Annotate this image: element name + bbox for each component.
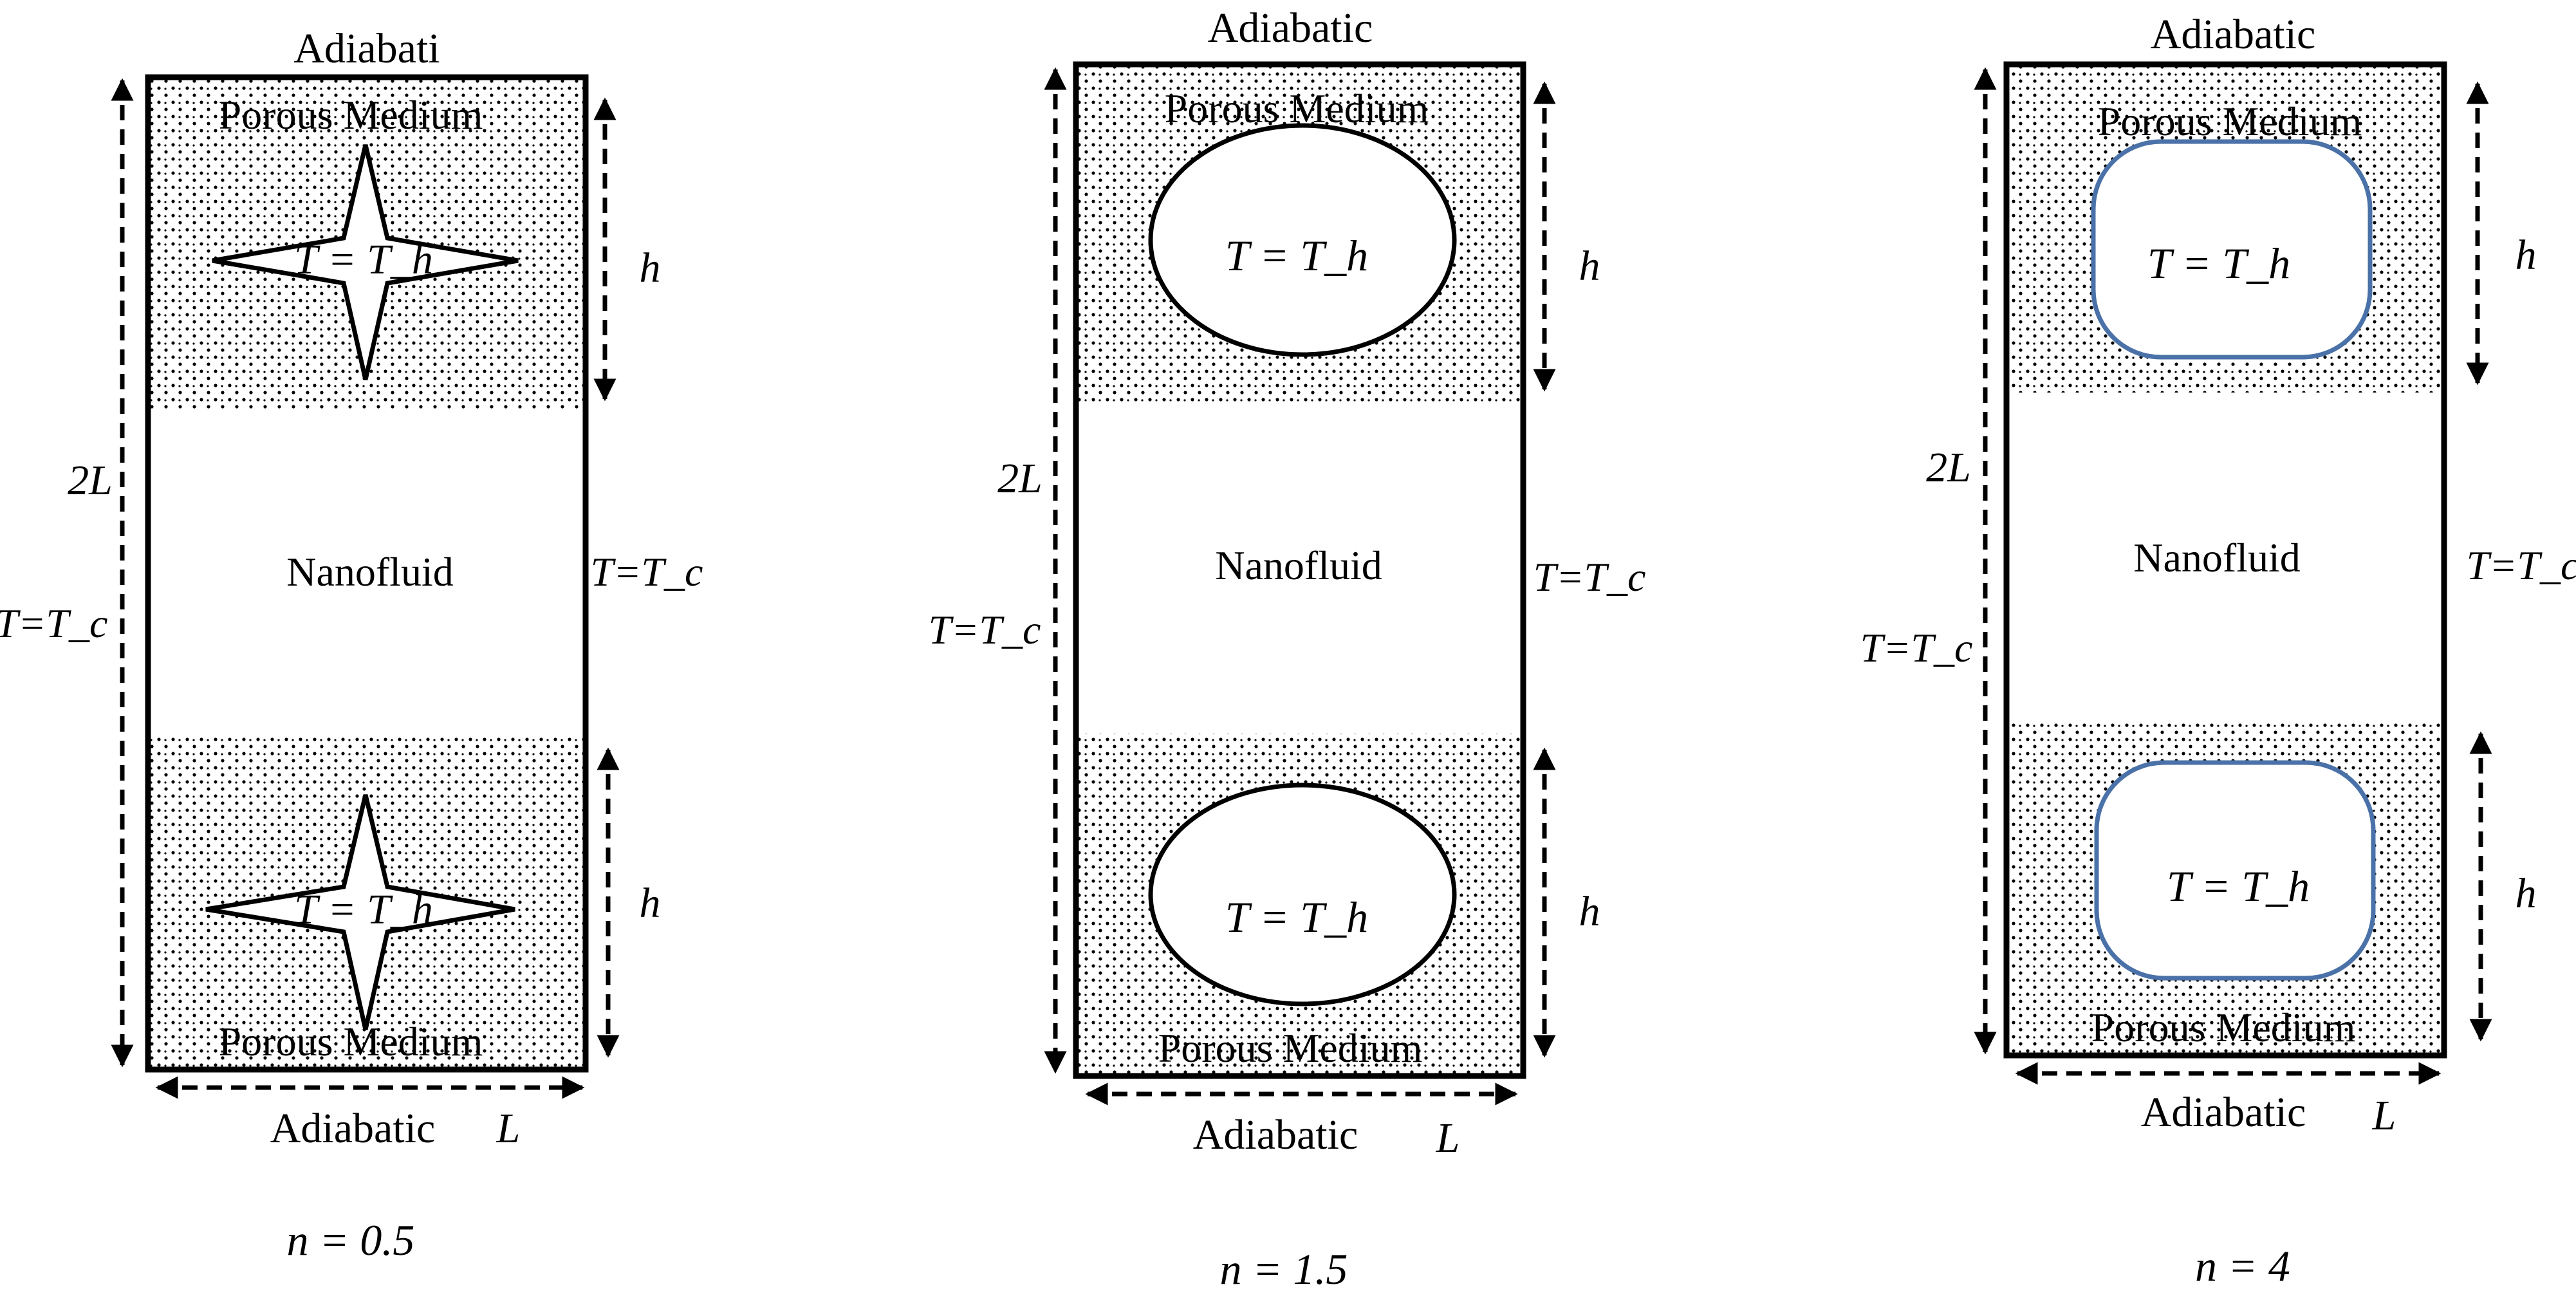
heater-superellipse-top <box>2091 139 2373 360</box>
heater-temp-label-top: T = T_h <box>2147 239 2290 288</box>
nanofluid-label: Nanofluid <box>2133 535 2301 580</box>
height-label-top: h <box>640 245 661 292</box>
bottom-adiabatic-label: Adiabatic <box>270 1105 436 1152</box>
bottom-adiabatic-label: Adiabatic <box>2141 1089 2306 1136</box>
panel-n-0-5: Adiabati Porous Medium Nanofluid Porous … <box>0 25 703 1265</box>
left-bc-label: T=T_c <box>1860 625 1973 671</box>
heater-temp-label-top: T = T_h <box>294 236 433 283</box>
panel-n-1-5: Adiabatic Porous Medium Nanofluid Porous… <box>929 5 1646 1293</box>
bottom-adiabatic-label: Adiabatic <box>1193 1111 1358 1158</box>
heater-star-bottom <box>205 794 515 1030</box>
right-bc-label: T=T_c <box>591 549 703 595</box>
porous-medium-label-bottom: Porous Medium <box>1158 1025 1423 1071</box>
porous-medium-label-bottom: Porous Medium <box>2091 1005 2356 1050</box>
porous-medium-label-bottom: Porous Medium <box>219 1019 483 1064</box>
heater-superellipse-bottom <box>2094 760 2376 981</box>
heater-star-top <box>212 144 519 380</box>
heater-temp-label-bottom: T = T_h <box>294 886 433 933</box>
height-label-top: h <box>1579 243 1600 290</box>
right-bc-label: T=T_c <box>1534 554 1646 600</box>
porous-medium-label-top: Porous Medium <box>219 92 483 138</box>
caption-n: n = 1.5 <box>1220 1245 1348 1293</box>
top-adiabatic-label: Adiabatic <box>2151 11 2316 58</box>
caption-n: n = 0.5 <box>287 1216 415 1265</box>
cavity-wall <box>2003 61 2447 1059</box>
height-label-bottom: h <box>1579 888 1600 935</box>
nanofluid-label: Nanofluid <box>1215 542 1382 588</box>
height-label-top: h <box>2516 232 2537 279</box>
caption-n: n = 4 <box>2195 1241 2290 1290</box>
heater-ellipse-top <box>1148 123 1457 357</box>
left-bc-label: T=T_c <box>929 607 1041 653</box>
length-label: 2L <box>68 457 113 504</box>
width-label: L <box>1436 1115 1460 1162</box>
nanofluid-label: Nanofluid <box>286 549 454 595</box>
width-label: L <box>496 1105 521 1152</box>
height-label-bottom: h <box>2516 870 2537 917</box>
top-adiabatic-label: Adiabatic <box>1208 5 1373 51</box>
width-label: L <box>2372 1092 2396 1139</box>
porous-medium-label-top: Porous Medium <box>1165 86 1429 131</box>
heater-temp-label-bottom: T = T_h <box>2167 862 2310 911</box>
length-label: 2L <box>1926 444 1971 491</box>
height-label-bottom: h <box>640 880 661 927</box>
top-adiabatic-label: Adiabati <box>293 25 440 72</box>
heater-temp-label-top: T = T_h <box>1225 231 1368 280</box>
right-bc-label: T=T_c <box>2467 542 2576 588</box>
cavity-wall <box>145 74 589 1073</box>
heater-ellipse-bottom <box>1148 783 1457 1006</box>
left-bc-label: T=T_c <box>0 600 107 646</box>
length-label: 2L <box>997 455 1042 502</box>
porous-medium-label-top: Porous Medium <box>2098 98 2362 144</box>
panel-n-4: Adiabatic Porous Medium Nanofluid Porous… <box>1860 11 2576 1290</box>
cavity-wall <box>1073 61 1526 1079</box>
heater-temp-label-bottom: T = T_h <box>1225 893 1368 941</box>
